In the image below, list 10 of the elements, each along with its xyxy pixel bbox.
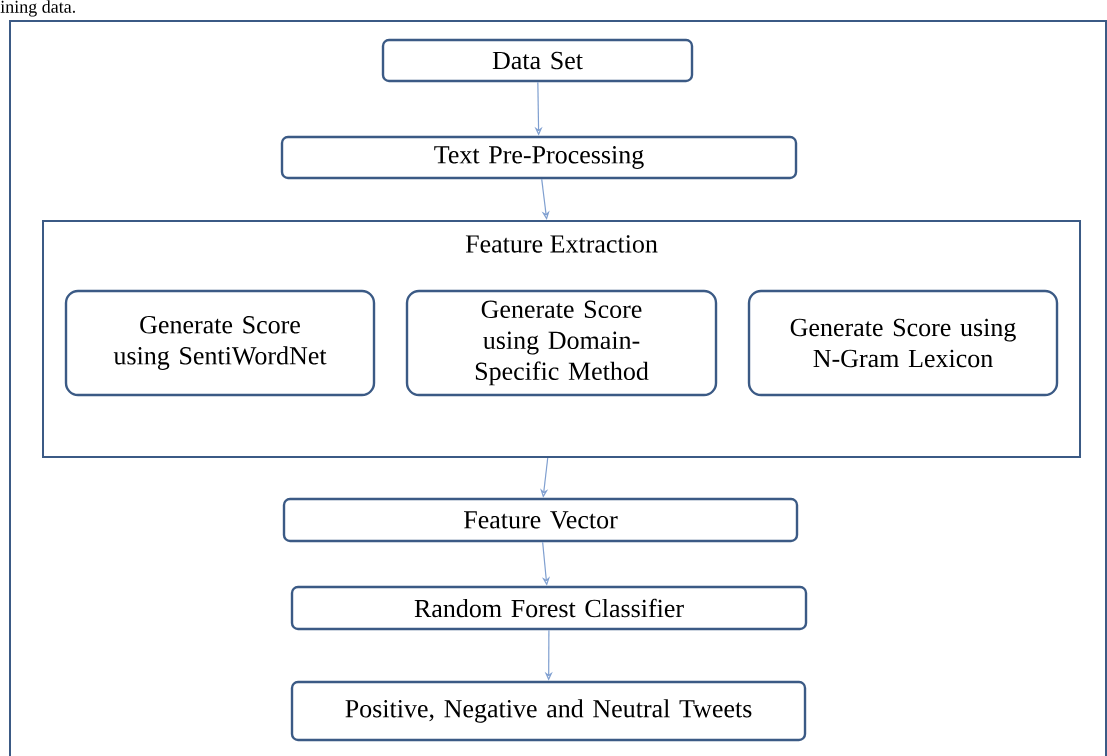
caption-fragment: ining data. — [0, 0, 75, 17]
process-box: Generate Score using N-Gram Lexicon — [747, 289, 1059, 397]
process-box: Positive, Negative and Neutral Tweets — [290, 680, 807, 742]
process-box: Random Forest Classifier — [290, 585, 808, 631]
process-box: Feature Vector — [282, 497, 799, 543]
process-box: Text Pre-Processing — [280, 135, 798, 180]
arrow — [541, 178, 550, 220]
process-box: Generate Score using SentiWordNet — [64, 289, 376, 397]
process-box: Data Set — [381, 38, 694, 83]
process-box: Generate Score using Domain-Specific Method — [405, 289, 718, 397]
